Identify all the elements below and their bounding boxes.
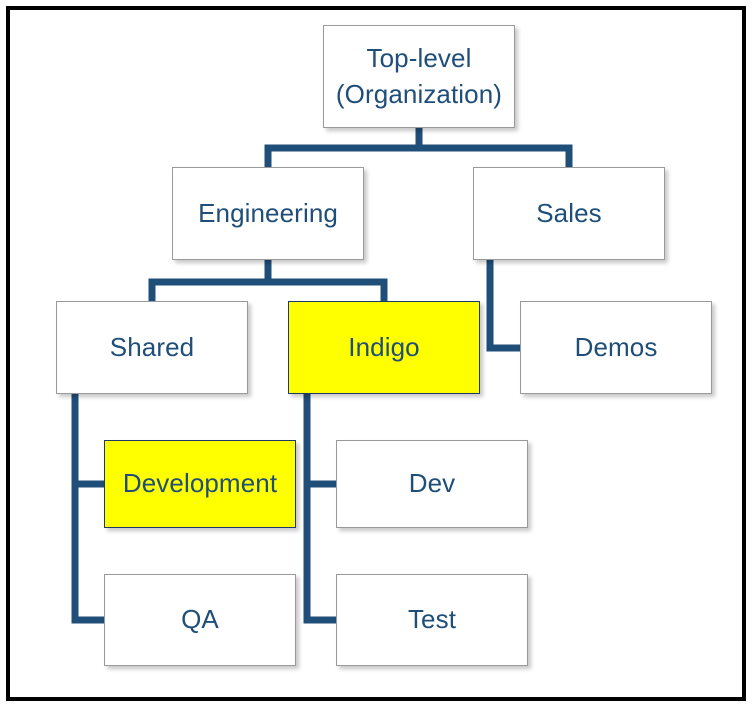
node-top-level[interactable]: Top-level (Organization)	[323, 25, 515, 128]
node-indigo[interactable]: Indigo	[288, 301, 480, 394]
node-engineering[interactable]: Engineering	[172, 167, 364, 260]
edge-top-level-to-engineering	[264, 128, 423, 167]
edge-sales-to-demos	[486, 260, 520, 352]
node-demos[interactable]: Demos	[520, 301, 712, 394]
node-test-label: Test	[407, 604, 457, 635]
node-test[interactable]: Test	[336, 574, 528, 666]
node-dev-label: Dev	[408, 468, 456, 499]
node-sales-label: Sales	[536, 197, 602, 228]
edge-engineering-to-shared	[148, 260, 272, 301]
node-dev[interactable]: Dev	[336, 440, 528, 528]
node-indigo-label: Indigo	[348, 331, 420, 362]
edge-indigo-to-dev	[303, 394, 336, 488]
node-qa[interactable]: QA	[104, 574, 296, 666]
node-development-label: Development	[122, 468, 278, 499]
node-top-level-label-line2: (Organization)	[335, 78, 503, 109]
edge-engineering-to-indigo	[268, 278, 388, 301]
node-top-level-label: Top-level	[366, 43, 472, 74]
node-shared-label: Shared	[109, 331, 195, 362]
edge-top-level-to-sales	[419, 144, 573, 167]
node-sales[interactable]: Sales	[473, 167, 665, 260]
edge-indigo-to-test	[303, 484, 336, 624]
edge-shared-to-development	[71, 394, 104, 488]
node-development[interactable]: Development	[104, 440, 296, 528]
node-qa-label: QA	[181, 604, 219, 635]
node-demos-label: Demos	[574, 331, 658, 362]
edge-shared-to-qa	[71, 484, 104, 624]
node-shared[interactable]: Shared	[56, 301, 248, 394]
node-engineering-label: Engineering	[198, 197, 338, 228]
